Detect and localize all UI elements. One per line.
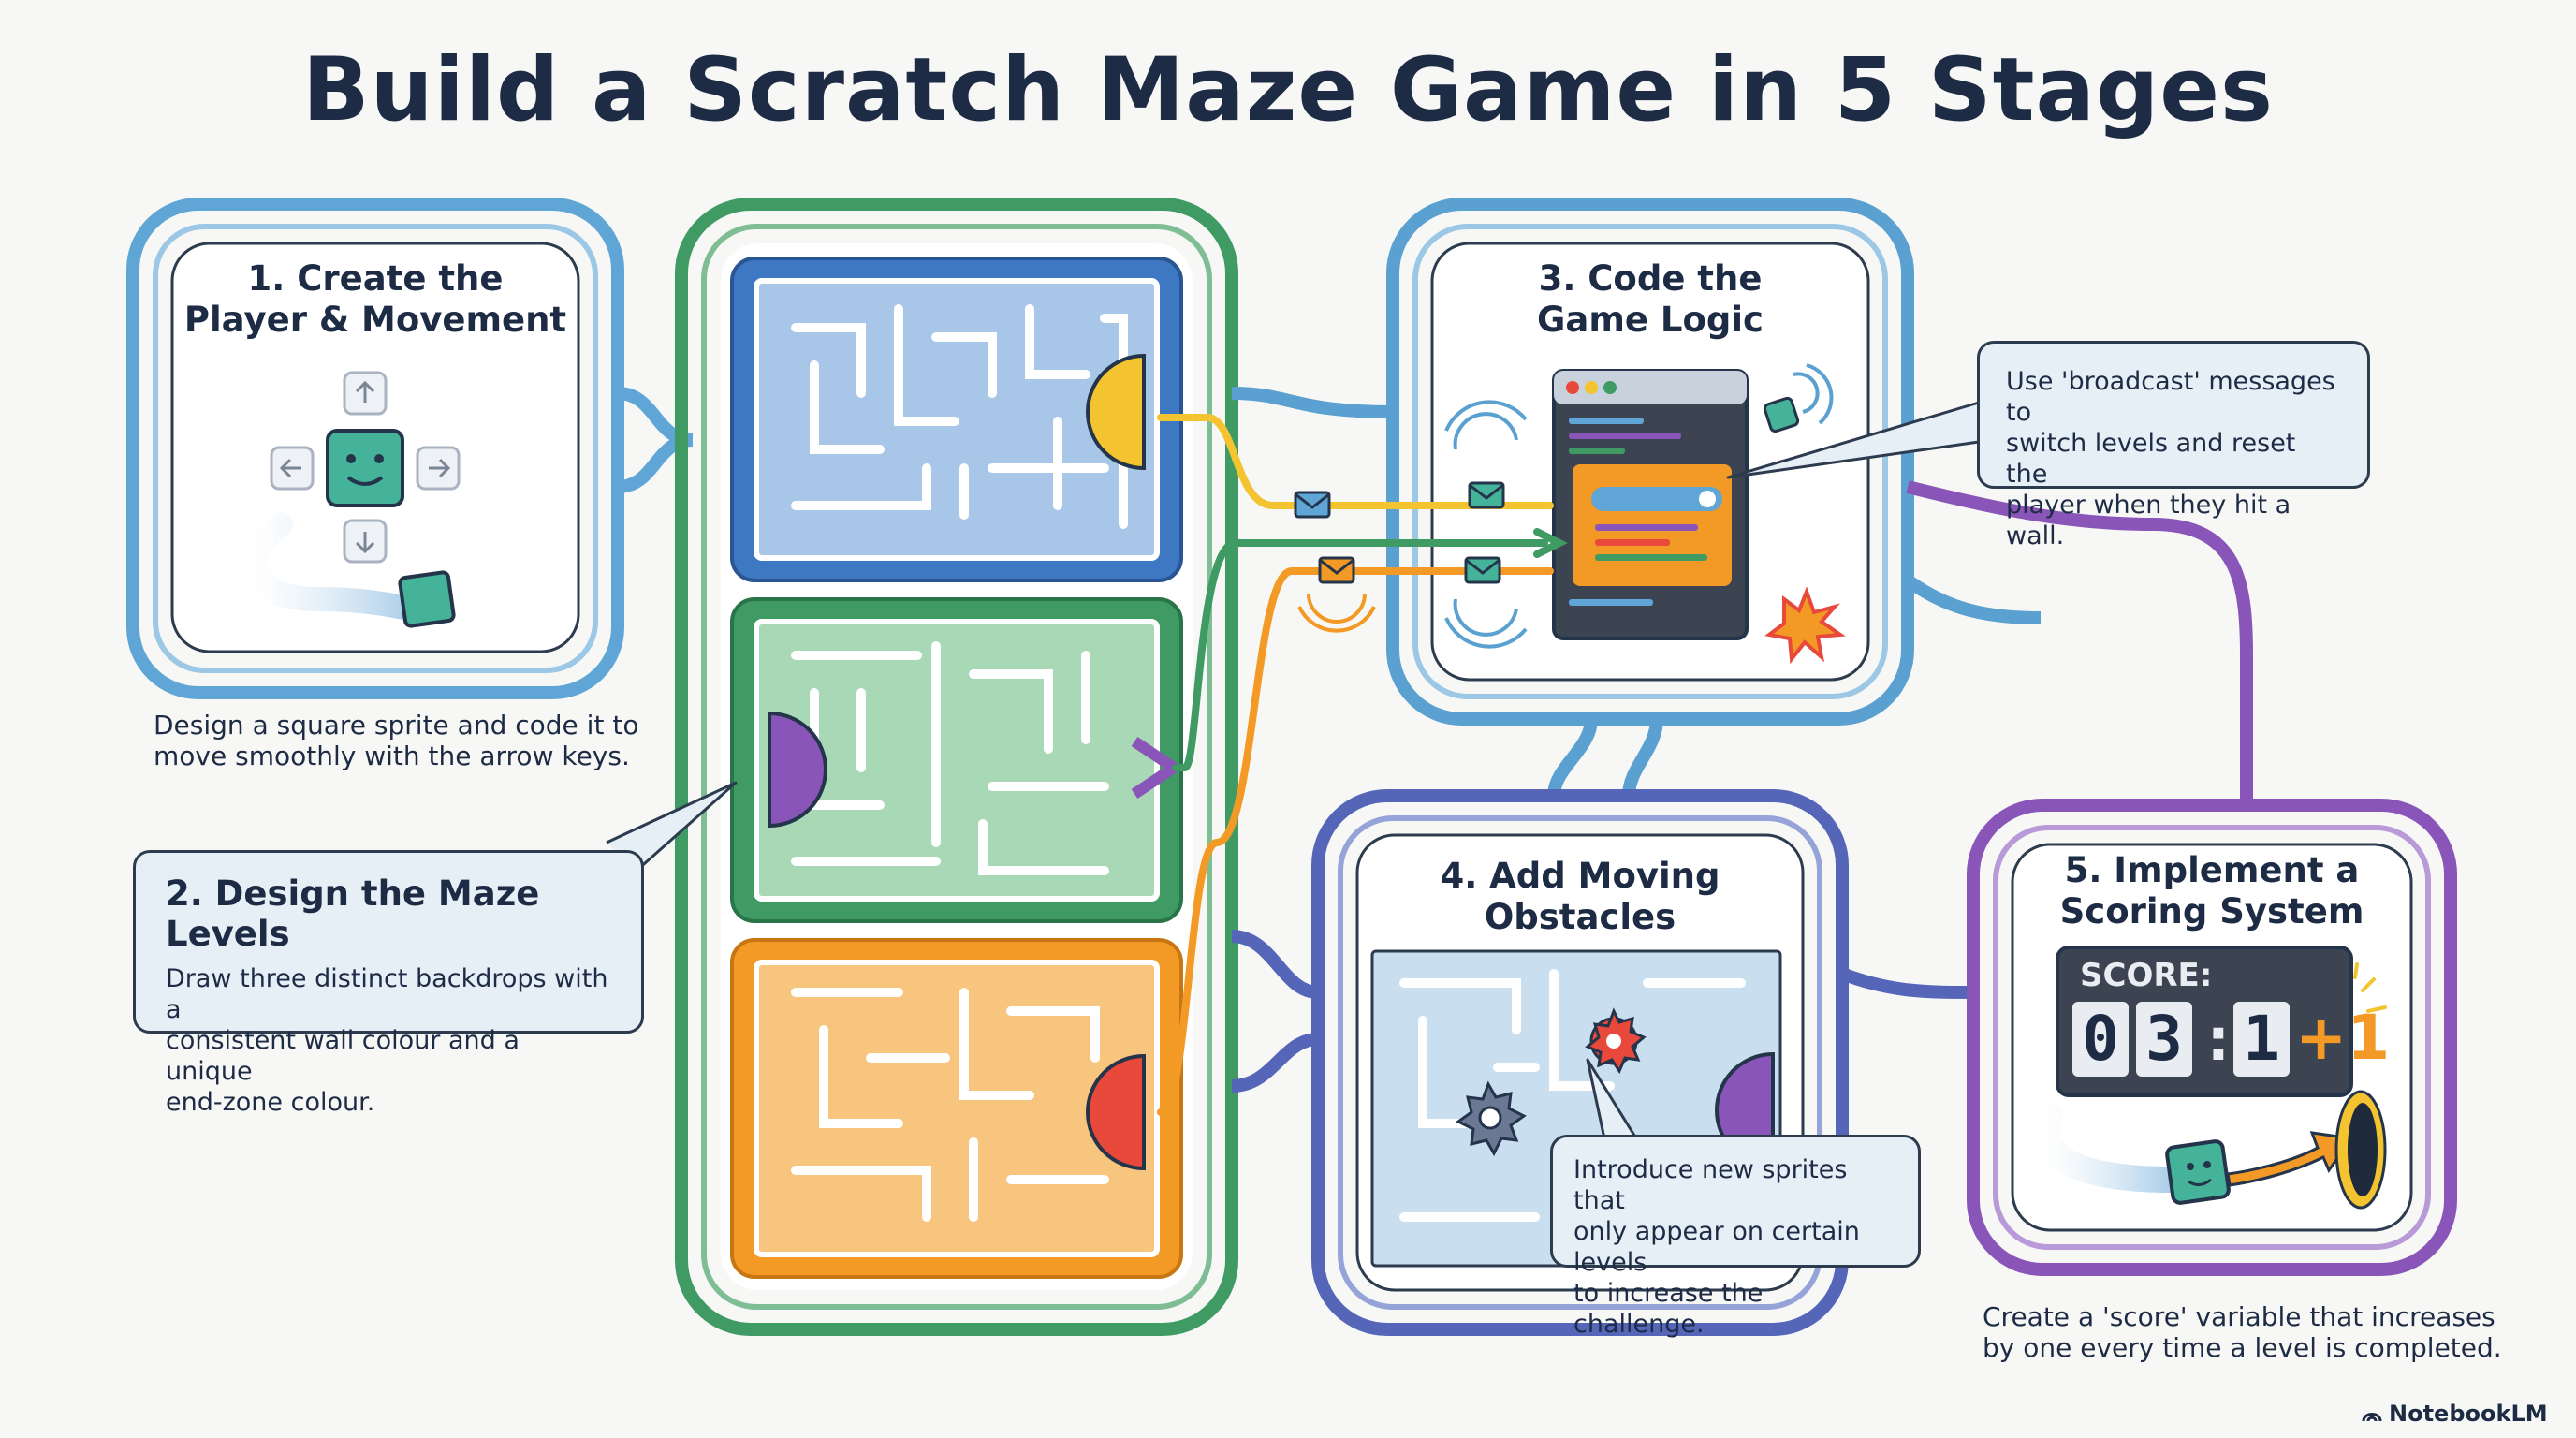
maze-track (675, 198, 1238, 1336)
stage4-callout-text: Introduce new sprites that only appear o… (1573, 1154, 1897, 1340)
broadcast-signal-icon (1297, 593, 1376, 633)
stage4-heading-line1: 4. Add Moving (1440, 856, 1720, 896)
motion-swoosh (2033, 1101, 2185, 1193)
stage1-description-line2: move smoothly with the arrow keys. (154, 741, 630, 771)
player-sprite-icon (2165, 1139, 2231, 1205)
envelope-icon (1318, 556, 1355, 584)
brand-label: NotebookLM (2389, 1401, 2548, 1427)
stage5-heading: 5. Implement a Scoring System (2012, 850, 2411, 932)
envelope-icon (1464, 556, 1501, 584)
arrow-up-icon (343, 371, 388, 416)
gear-obstacle-icon (1585, 1007, 1647, 1075)
score-digit: 1 (2233, 1002, 2290, 1077)
maze-level-2 (730, 597, 1183, 923)
stage1-description: Design a square sprite and code it to mo… (154, 710, 640, 771)
explosion-icon (1764, 586, 1846, 665)
stage3-heading-line1: 3. Code the (1538, 258, 1763, 299)
stage2-description-line3: end-zone colour. (166, 1088, 375, 1117)
stage3-heading: 3. Code the Game Logic (1432, 258, 1868, 341)
stage2-description-line2: consistent wall colour and a unique (166, 1026, 520, 1086)
stage1-heading-line1: 1. Create the (247, 258, 504, 299)
stage4-heading: 4. Add Moving Obstacles (1357, 856, 1803, 938)
stage5-description: Create a 'score' variable that increases… (1983, 1301, 2544, 1363)
maze-level-3 (730, 938, 1183, 1279)
callout-pointer (1726, 401, 1980, 479)
stage5-description-line2: by one every time a level is completed. (1983, 1332, 2502, 1363)
stage1-description-line1: Design a square sprite and code it to (154, 710, 639, 741)
maze-level-1 (730, 257, 1183, 582)
code-window (1552, 369, 1749, 640)
envelope-icon (1468, 481, 1505, 509)
stage3-callout-line3: player when they hit a wall. (2006, 491, 2291, 550)
arrow-keys (242, 371, 461, 628)
stage4-callout-line2: only appear on certain levels (1573, 1217, 1860, 1277)
player-sprite-icon (1763, 396, 1800, 433)
broadcast-signal-icon (1444, 363, 1834, 649)
stage3-callout-text: Use 'broadcast' messages to switch level… (2006, 366, 2341, 551)
stage2-callout: 2. Design the Maze Levels Draw three dis… (133, 850, 644, 1117)
arrow-down-icon (343, 519, 388, 564)
stage2-heading: 2. Design the Maze Levels (166, 873, 540, 954)
arrow-right-icon (416, 446, 461, 491)
stage5-track (1967, 799, 2457, 1276)
stage4-callout-line1: Introduce new sprites that (1573, 1155, 1848, 1215)
score-bonus: +1 (2295, 1002, 2391, 1074)
stage3-callout: Use 'broadcast' messages to switch level… (1977, 341, 2370, 550)
stage4-track (1231, 718, 1976, 1336)
stage2-description-line1: Draw three distinct backdrops with a (166, 964, 608, 1024)
score-separator: : (2200, 1003, 2237, 1075)
arrow-left-icon (270, 446, 315, 491)
stage5-description-line1: Create a 'score' variable that increases (1983, 1301, 2496, 1332)
stage3-callout-line1: Use 'broadcast' messages to (2006, 367, 2335, 427)
goal-portal-icon (2334, 1090, 2387, 1210)
sparkle-icon (2353, 962, 2387, 1013)
stage1-heading-line2: Player & Movement (183, 300, 567, 340)
score-digit: 0 (2072, 1002, 2129, 1077)
stage3-callout-line2: switch levels and reset the (2006, 429, 2296, 489)
envelope-icon (1294, 491, 1331, 519)
player-sprite-icon (398, 570, 456, 628)
stage3-heading-line2: Game Logic (1537, 300, 1764, 340)
stage4-callout: Introduce new sprites that only appear o… (1550, 1135, 1921, 1339)
stage5-heading-line1: 5. Implement a (2064, 850, 2360, 890)
stage2-description: Draw three distinct backdrops with a con… (166, 963, 611, 1118)
gear-obstacle-icon (1456, 1080, 1527, 1157)
stage5-heading-line2: Scoring System (2059, 891, 2364, 932)
stage4-callout-line3: to increase the challenge. (1573, 1279, 1764, 1339)
motion-swoosh (242, 512, 424, 621)
score-digit: 3 (2136, 1002, 2192, 1077)
stage1-heading: 1. Create the Player & Movement (172, 258, 578, 341)
player-sprite-icon (326, 429, 404, 507)
page-title: Build a Scratch Maze Game in 5 Stages (302, 39, 2274, 141)
stage4-heading-line2: Obstacles (1484, 897, 1676, 937)
callout-pointer (1586, 1058, 1638, 1139)
callout-pointer (606, 781, 738, 873)
broadcast-paths (1157, 414, 1568, 1116)
score-label: SCORE: (2080, 957, 2213, 994)
notebooklm-logo-icon (2362, 1413, 2382, 1422)
